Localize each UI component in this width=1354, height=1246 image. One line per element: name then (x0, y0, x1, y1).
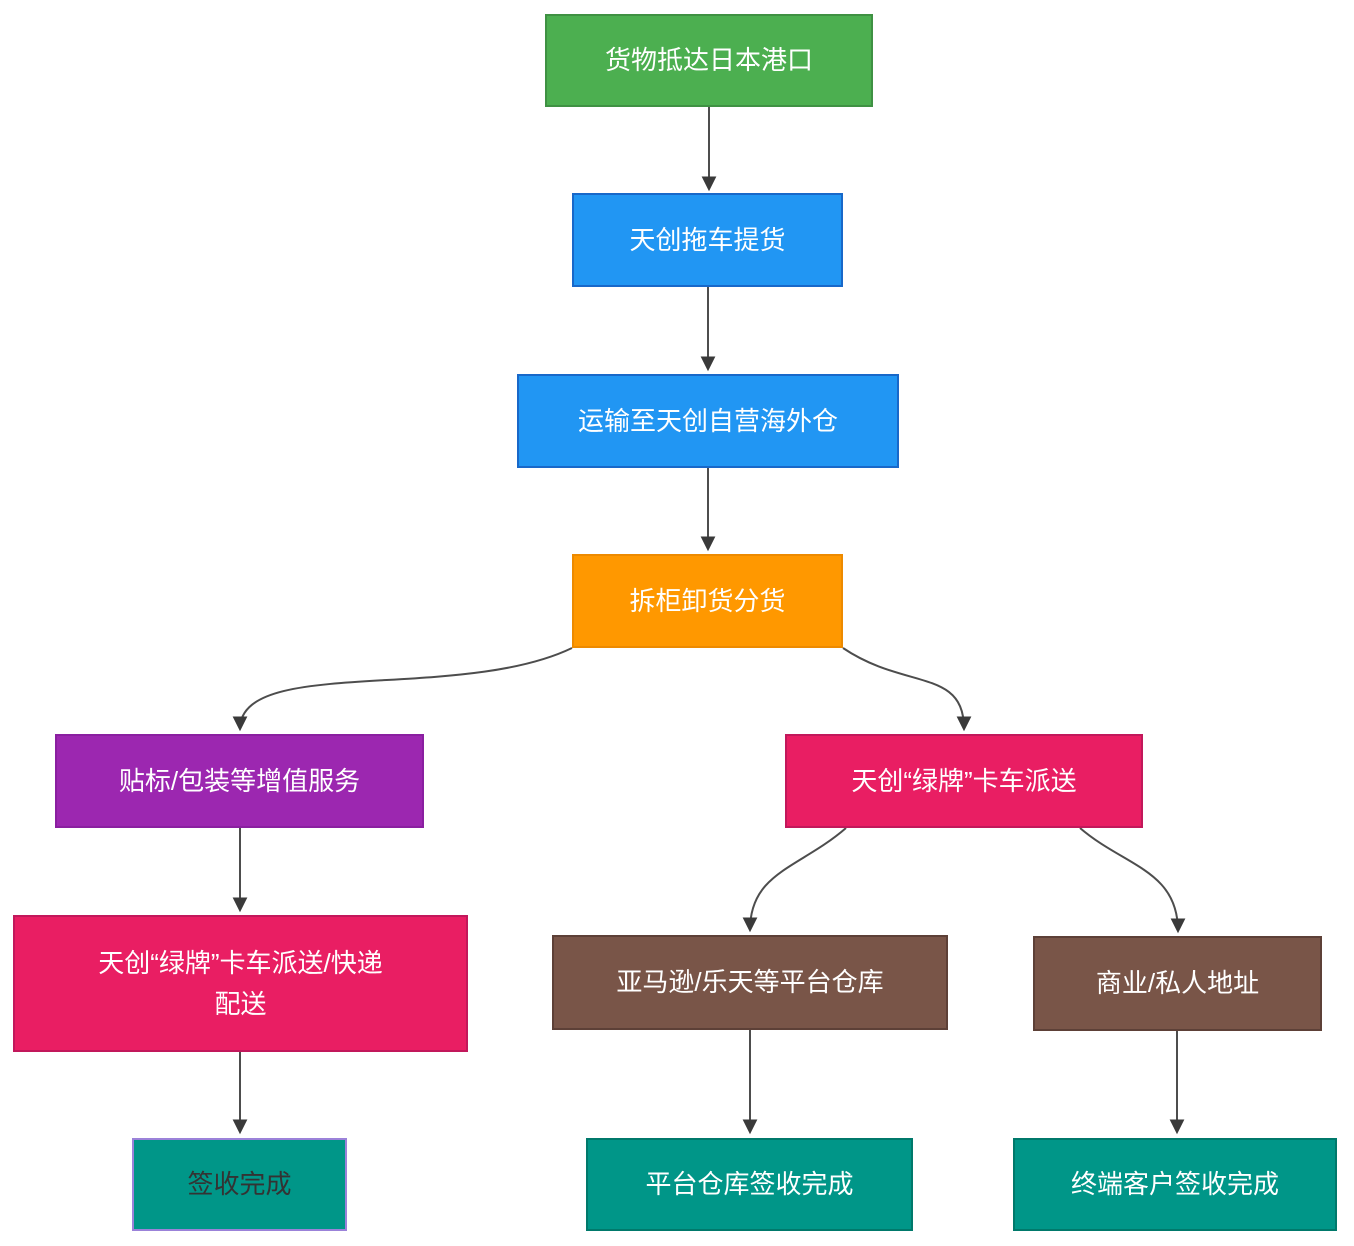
flow-node-unpack-unload-sort[interactable]: 拆柜卸货分货 (572, 554, 843, 648)
connector-unpack-to-truck-delivery[interactable] (842, 647, 972, 732)
connector-truck-delivery-to-platform[interactable] (742, 827, 847, 933)
flow-node-signoff-complete[interactable]: 签收完成 (132, 1138, 347, 1231)
flow-node-green-plate-truck-delivery[interactable]: 天创“绿牌”卡车派送 (785, 734, 1143, 828)
flow-node-business-private-address[interactable]: 商业/私人地址 (1033, 936, 1322, 1031)
connector-truck-delivery-to-address[interactable] (1079, 827, 1186, 934)
connector-unpack-to-labeling[interactable] (232, 647, 573, 732)
flow-node-labeling-packaging-services[interactable]: 贴标/包装等增值服务 (55, 734, 424, 828)
flow-node-arrive-japan-port[interactable]: 货物抵达日本港口 (545, 14, 873, 107)
flow-node-end-customer-signoff[interactable]: 终端客户签收完成 (1013, 1138, 1337, 1231)
flow-node-transport-overseas-warehouse[interactable]: 运输至天创自营海外仓 (517, 374, 899, 468)
flow-node-platform-warehouse-signoff[interactable]: 平台仓库签收完成 (586, 1138, 913, 1231)
flow-node-platform-warehouse[interactable]: 亚马逊/乐天等平台仓库 (552, 935, 948, 1030)
flow-node-green-plate-truck-express[interactable]: 天创“绿牌”卡车派送/快递 配送 (13, 915, 468, 1052)
flow-node-trailer-pickup[interactable]: 天创拖车提货 (572, 193, 843, 287)
